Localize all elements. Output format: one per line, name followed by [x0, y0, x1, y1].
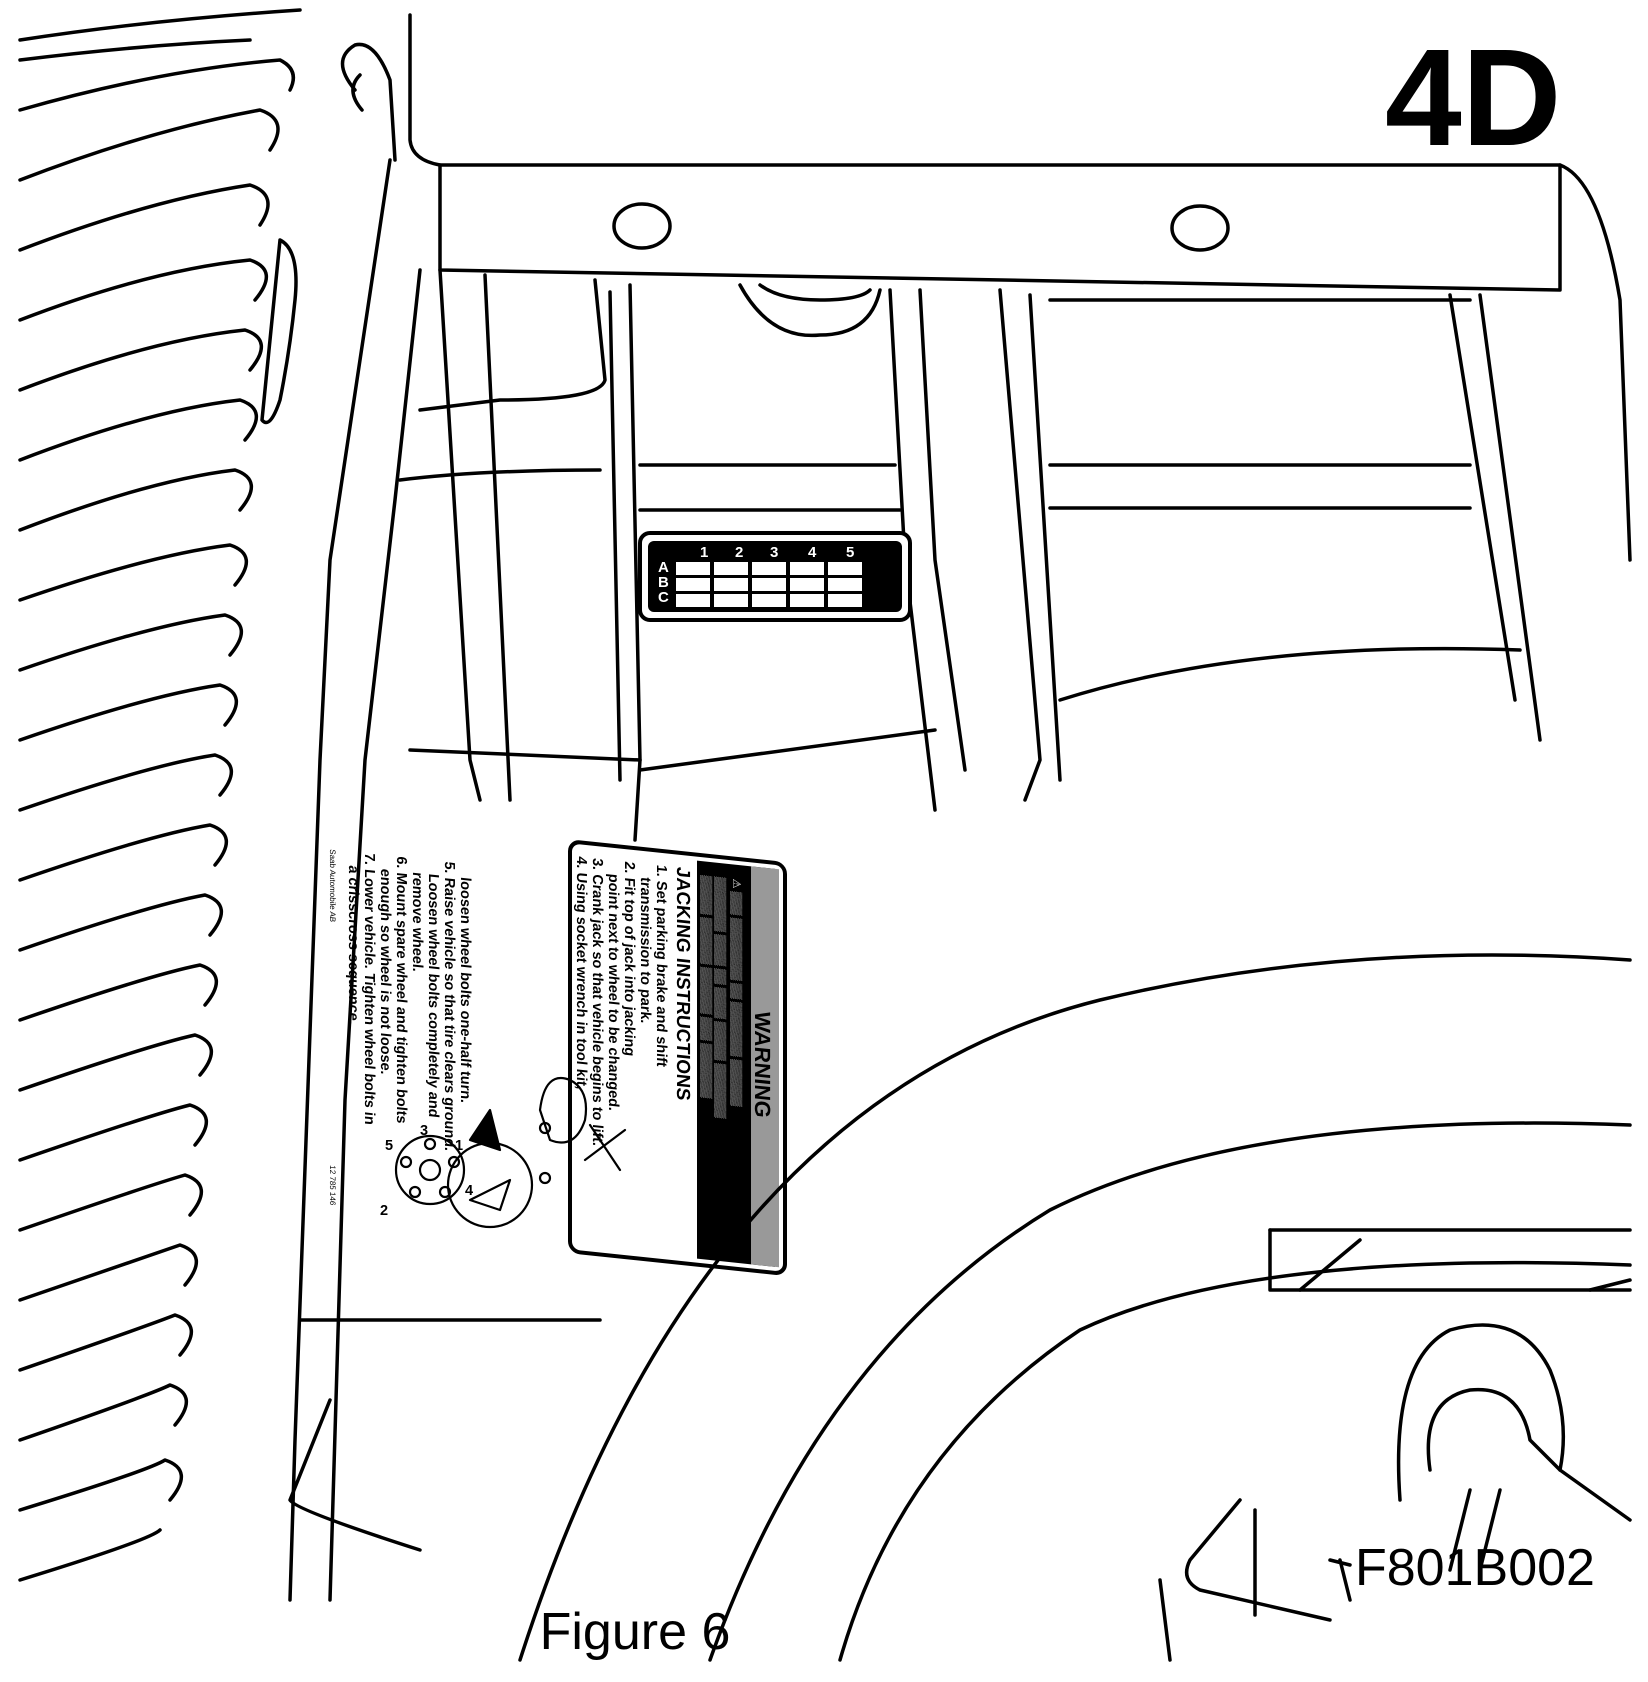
label-footer-right: 12 785 146 — [328, 1165, 337, 1206]
label-steps: 1. Set parking brake and shift transmiss… — [573, 856, 669, 1147]
trunk-floor — [298, 268, 1542, 1322]
bolt-number: 5 — [385, 1138, 393, 1154]
code-grid-columns: 1 2 3 4 5 — [700, 544, 854, 561]
step-line: loosen wheel bolts one-half turn. — [457, 876, 473, 1104]
bolt-number: 4 — [465, 1183, 473, 1199]
svg-text:⚠ ▒▒▒ ▒▒▒▒▒▒▒▒ ▒▒ ▒▒▒▒▒▒▒ ▒▒▒▒: ⚠ ▒▒▒ ▒▒▒▒▒▒▒▒ ▒▒ ▒▒▒▒▒▒▒ ▒▒▒▒▒▒ — [730, 878, 743, 1107]
label-pictograms — [394, 1077, 627, 1229]
jacking-instructions-label: WARNING ⚠ ▒▒▒ ▒▒▒▒▒▒▒▒ ▒▒ ▒▒▒▒▒▒▒ ▒▒▒▒▒▒… — [568, 840, 787, 1275]
figure-code: F801B002 — [1355, 1539, 1595, 1597]
rear-panel — [438, 163, 1632, 562]
tire-tread — [18, 8, 302, 1582]
grid-row-a: A — [658, 559, 669, 576]
step-line: enough so wheel is not loose. — [377, 868, 393, 1076]
step-line: a crisscross sequence. — [345, 865, 361, 1026]
spare-wheel-hub — [1158, 1323, 1632, 1662]
label-footer-left: Saab Automobile AB — [328, 849, 337, 923]
grid-col-4: 4 — [808, 544, 817, 561]
code-grid-rows: A B C — [658, 559, 669, 606]
wheel-bolt-pattern — [394, 1134, 466, 1206]
trunk-wall — [288, 13, 442, 1602]
svg-text:▒▒▒▒▒ ▒▒▒▒▒▒ ▒▒▒▒▒▒ ▒▒▒ ▒▒▒▒▒▒: ▒▒▒▒▒ ▒▒▒▒▒▒ ▒▒▒▒▒▒ ▒▒▒ ▒▒▒▒▒▒▒ — [700, 875, 713, 1099]
step-line: 1. Set parking brake and shift — [653, 864, 669, 1068]
label-title: JACKING INSTRUCTIONS — [672, 866, 693, 1101]
grid-col-1: 1 — [700, 544, 708, 561]
bolt-number: 2 — [380, 1203, 388, 1219]
step-line: 6. Mount spare wheel and tighten bolts — [393, 856, 409, 1125]
svg-text:▒▒▒▒▒▒▒ ▒▒▒▒ ▒▒ ▒▒▒▒ ▒▒▒▒▒ ▒▒▒: ▒▒▒▒▒▒▒ ▒▒▒▒ ▒▒ ▒▒▒▒ ▒▒▒▒▒ ▒▒▒▒▒▒▒ — [714, 876, 727, 1119]
bolt-number: 1 — [455, 1138, 463, 1154]
figure-caption: Figure 6 — [539, 1603, 731, 1661]
panel-hole-left — [612, 202, 672, 250]
panel-hole-right — [1170, 204, 1230, 252]
spare-wheel-well — [518, 953, 1632, 1662]
step-line: 7. Lower vehicle. Tighten wheel bolts in — [361, 852, 377, 1125]
jacking-instructions-label-lower: loosen wheel bolts one-half turn. 5. Rai… — [328, 849, 473, 1206]
step-line: 5. Raise vehicle so that tire clears gro… — [441, 861, 457, 1152]
bolt-number: 3 — [420, 1123, 428, 1139]
code-grid-sticker: 1 2 3 4 5 A B C — [638, 531, 912, 622]
figure-code-leader — [1328, 1558, 1352, 1567]
step-line: remove wheel. — [409, 871, 425, 972]
warning-title: WARNING — [750, 1010, 775, 1119]
grid-row-b: B — [658, 574, 669, 591]
step-line: point next to wheel to be changed. — [605, 873, 621, 1112]
step-line: 2. Fit top of jack into jacking — [621, 861, 637, 1057]
grid-col-3: 3 — [770, 544, 778, 561]
grid-col-5: 5 — [846, 544, 854, 561]
grid-col-2: 2 — [735, 544, 743, 561]
figure-badge: 4D — [1385, 21, 1561, 175]
step-line: Loosen wheel bolts completely and — [425, 873, 441, 1118]
step-line: 4. Using socket wrench in tool kit, — [573, 856, 589, 1091]
bolt-sequence-numbers: 1 2 3 4 5 — [380, 1123, 473, 1219]
grid-row-c: C — [658, 589, 669, 606]
step-line: 3. Crank jack so that vehicle begins to … — [589, 857, 605, 1147]
step-line: transmission to park. — [637, 876, 653, 1024]
code-grid-cells — [676, 562, 862, 607]
